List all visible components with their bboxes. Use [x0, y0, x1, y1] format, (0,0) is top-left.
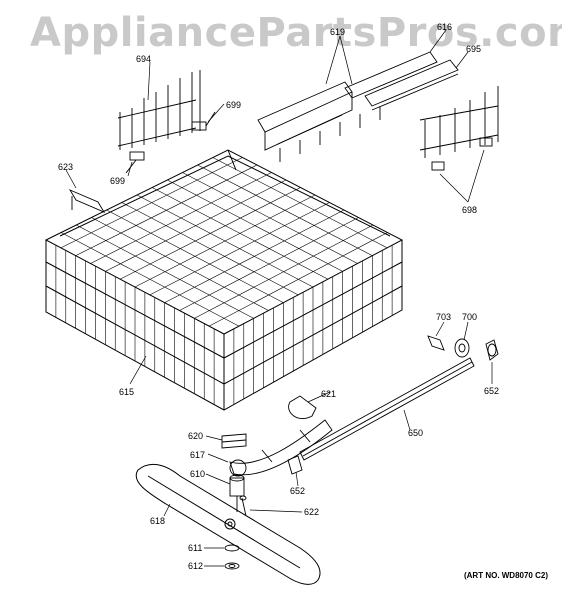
- tine-row-695: [364, 59, 499, 158]
- retainer-652-lower: [287, 455, 303, 475]
- callout-699-upper: 699: [226, 100, 242, 110]
- callout-650: 650: [408, 428, 424, 438]
- tine-row-694: [117, 70, 201, 150]
- screw-622: [239, 495, 247, 517]
- washer-611: [224, 544, 240, 552]
- art-number: (ART NO. WD8070 C2): [463, 571, 548, 580]
- callout-700: 700: [462, 312, 478, 322]
- nut-612: [224, 562, 240, 570]
- callout-694: 694: [136, 54, 152, 64]
- connector-620: [221, 433, 247, 449]
- retainer-652-right: [485, 339, 499, 361]
- clip-699-lower: [125, 151, 145, 174]
- manifold-617: [229, 419, 333, 477]
- bearing-610: [229, 474, 245, 512]
- leader-lines: [65, 29, 493, 567]
- clip-699-upper: [191, 111, 216, 131]
- spray-arm-618: [135, 463, 321, 585]
- callout-612: 612: [188, 561, 204, 571]
- water-tube-650: [299, 357, 475, 461]
- callout-652-right: 652: [484, 386, 500, 396]
- callout-623: 623: [58, 162, 74, 172]
- callout-619: 619: [330, 27, 346, 37]
- callout-616: 616: [437, 22, 453, 32]
- rack-wire-grid: [55, 157, 393, 405]
- callout-618: 618: [150, 516, 166, 526]
- watermark-logo: AppliancePartsPros.com: [30, 10, 562, 56]
- clip-621: [288, 395, 317, 420]
- callout-615: 615: [119, 387, 135, 397]
- callout-610: 610: [190, 469, 206, 479]
- tine-shelf-619: [257, 51, 438, 162]
- callout-620: 620: [188, 431, 204, 441]
- seal-700: [454, 338, 470, 358]
- upper-rack-615: [44, 149, 404, 411]
- callout-699-lower: 699: [110, 176, 126, 186]
- clip-698: [431, 137, 493, 171]
- callout-652-lower: 652: [290, 486, 306, 496]
- clip-703: [427, 335, 445, 351]
- callout-617: 617: [190, 450, 206, 460]
- callout-695: 695: [466, 44, 482, 54]
- callout-611: 611: [188, 543, 203, 553]
- callout-698: 698: [462, 205, 478, 215]
- callout-703: 703: [436, 312, 452, 322]
- callout-621: 621: [321, 389, 337, 399]
- callout-622: 622: [304, 507, 320, 517]
- clip-623: [68, 189, 106, 213]
